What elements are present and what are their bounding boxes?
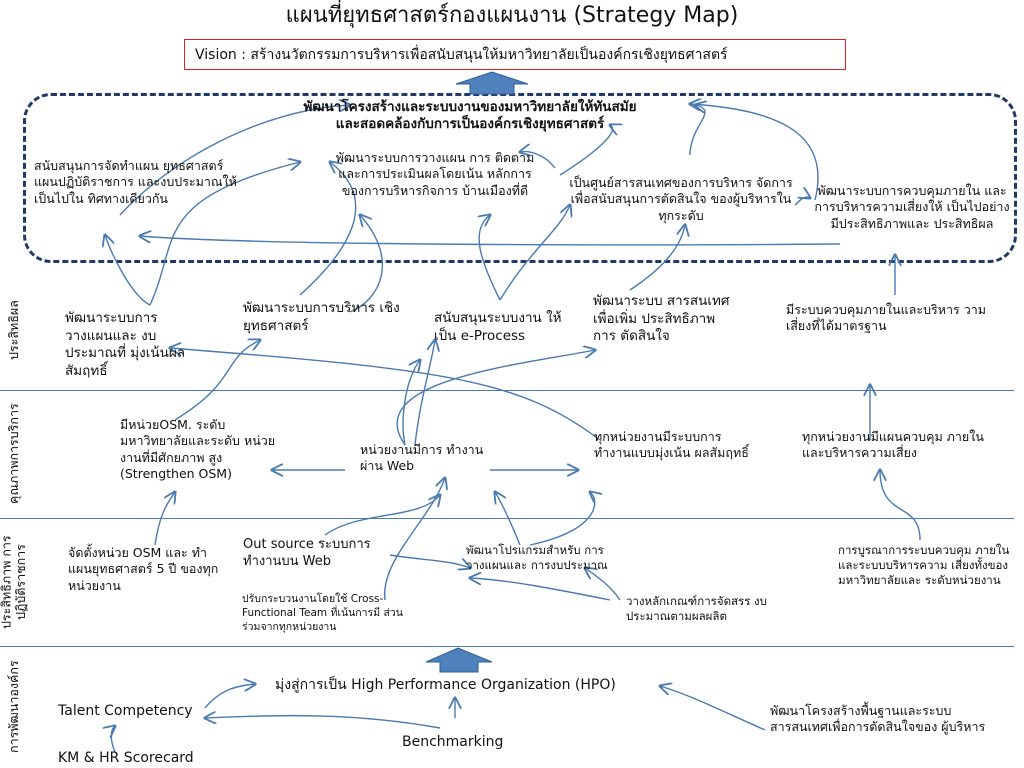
eff-e-process: สนับสนุนระบบงาน ให้เป็น e-Process bbox=[434, 310, 562, 344]
goal-item-info-center: เป็นศูนย์สารสนเทศของการบริหาร จัดการ เพื… bbox=[569, 175, 793, 223]
dev-talent: Talent Competency bbox=[58, 703, 193, 719]
proc-integration: การบูรณาการระบบควบคุม ภายในและระบบบริหาร… bbox=[838, 543, 1010, 587]
dev-hpo: มุ่งสู่การเป็น High Performance Organiza… bbox=[275, 677, 616, 693]
goal-item-internal-control: พัฒนาระบบการควบคุมภายใน และการบริหารความ… bbox=[814, 183, 1010, 231]
title-thai: แผนที่ยุทธศาสตร์กองแผนงาน bbox=[285, 3, 567, 28]
dev-benchmarking: Benchmarking bbox=[402, 734, 504, 750]
goal-frame bbox=[23, 93, 1017, 263]
divider-3 bbox=[0, 646, 1014, 647]
vision-box: Vision : สร้างนวัตกรรมการบริหารเพื่อสนับ… bbox=[184, 39, 846, 70]
svc-result-based: ทุกหน่วยงานมีระบบการ ทำงานแบบมุ่งเน้น ผล… bbox=[594, 429, 749, 461]
divider-2 bbox=[0, 518, 1014, 519]
proc-budget-criteria: วางหลักเกณฑ์การจัดสรร งบประมาณตามผลผลิต bbox=[626, 594, 767, 623]
svc-risk-plans: ทุกหน่วยงานมีแผนควบคุม ภายในและบริหารควา… bbox=[802, 429, 984, 461]
svc-web-units: หน่วยงานมีการ ทำงานผ่าน Web bbox=[360, 442, 484, 474]
svc-osm-units: มีหน่วยOSM. ระดับ มหาวิทยาลัยและระดับ หน… bbox=[120, 417, 276, 481]
proc-budget-program: พัฒนาโปรแกรมสำหรับ การวางแผนและ การงบประ… bbox=[466, 543, 608, 572]
divider-1 bbox=[0, 390, 1014, 391]
proc-setup-osm: จัดตั้งหน่วย OSM และ ทำแผนยุทธศาสตร์ 5 ป… bbox=[68, 545, 219, 593]
dev-scorecard: KM & HR Scorecard bbox=[58, 750, 194, 766]
goal-line-1: พัฒนาโครงสร้างและระบบงานของมหาวิทยาลัยให… bbox=[303, 99, 637, 115]
proc-outsource: Out source ระบบการ ทำงานบน Web bbox=[243, 537, 371, 569]
dev-infra: พัฒนาโครงสร้างพื้นฐานและระบบ สารสนเทศเพื… bbox=[770, 703, 986, 735]
goal-line-2: และสอดคล้องกับการเป็นองค์กรเชิงยุทธศาสตร… bbox=[335, 116, 605, 133]
proc-cross-functional: ปรับกระบวนงานโดยใช้ Cross-Functional Tea… bbox=[242, 593, 403, 634]
eff-budget-system: พัฒนาระบบการ วางแผนและ งบประมาณที่ มุ่งเ… bbox=[65, 310, 186, 379]
page-title: แผนที่ยุทธศาสตร์กองแผนงาน (Strategy Map) bbox=[0, 2, 1024, 31]
title-en: (Strategy Map) bbox=[573, 3, 739, 28]
goal-item-monitoring: พัฒนาระบบการวางแผน การ ติดตามและการประเม… bbox=[335, 150, 535, 198]
eff-strategic-mgmt: พัฒนาระบบการบริหาร เชิงยุทธศาสตร์ bbox=[243, 300, 400, 334]
goal-item-planning-support: สนับสนุนการจัดทำแผน ยุทธศาสตร์ แผนปฏิบัต… bbox=[34, 158, 237, 206]
eff-mis: พัฒนาระบบ สารสนเทศเพื่อเพิ่ม ประสิทธิภาพ… bbox=[593, 293, 730, 345]
eff-control-standard: มีระบบควบคุมภายในและบริหาร วามเสี่ยงที่ไ… bbox=[786, 302, 986, 334]
goal-heading: พัฒนาโครงสร้างและระบบงานของมหาวิทยาลัยให… bbox=[230, 99, 710, 134]
